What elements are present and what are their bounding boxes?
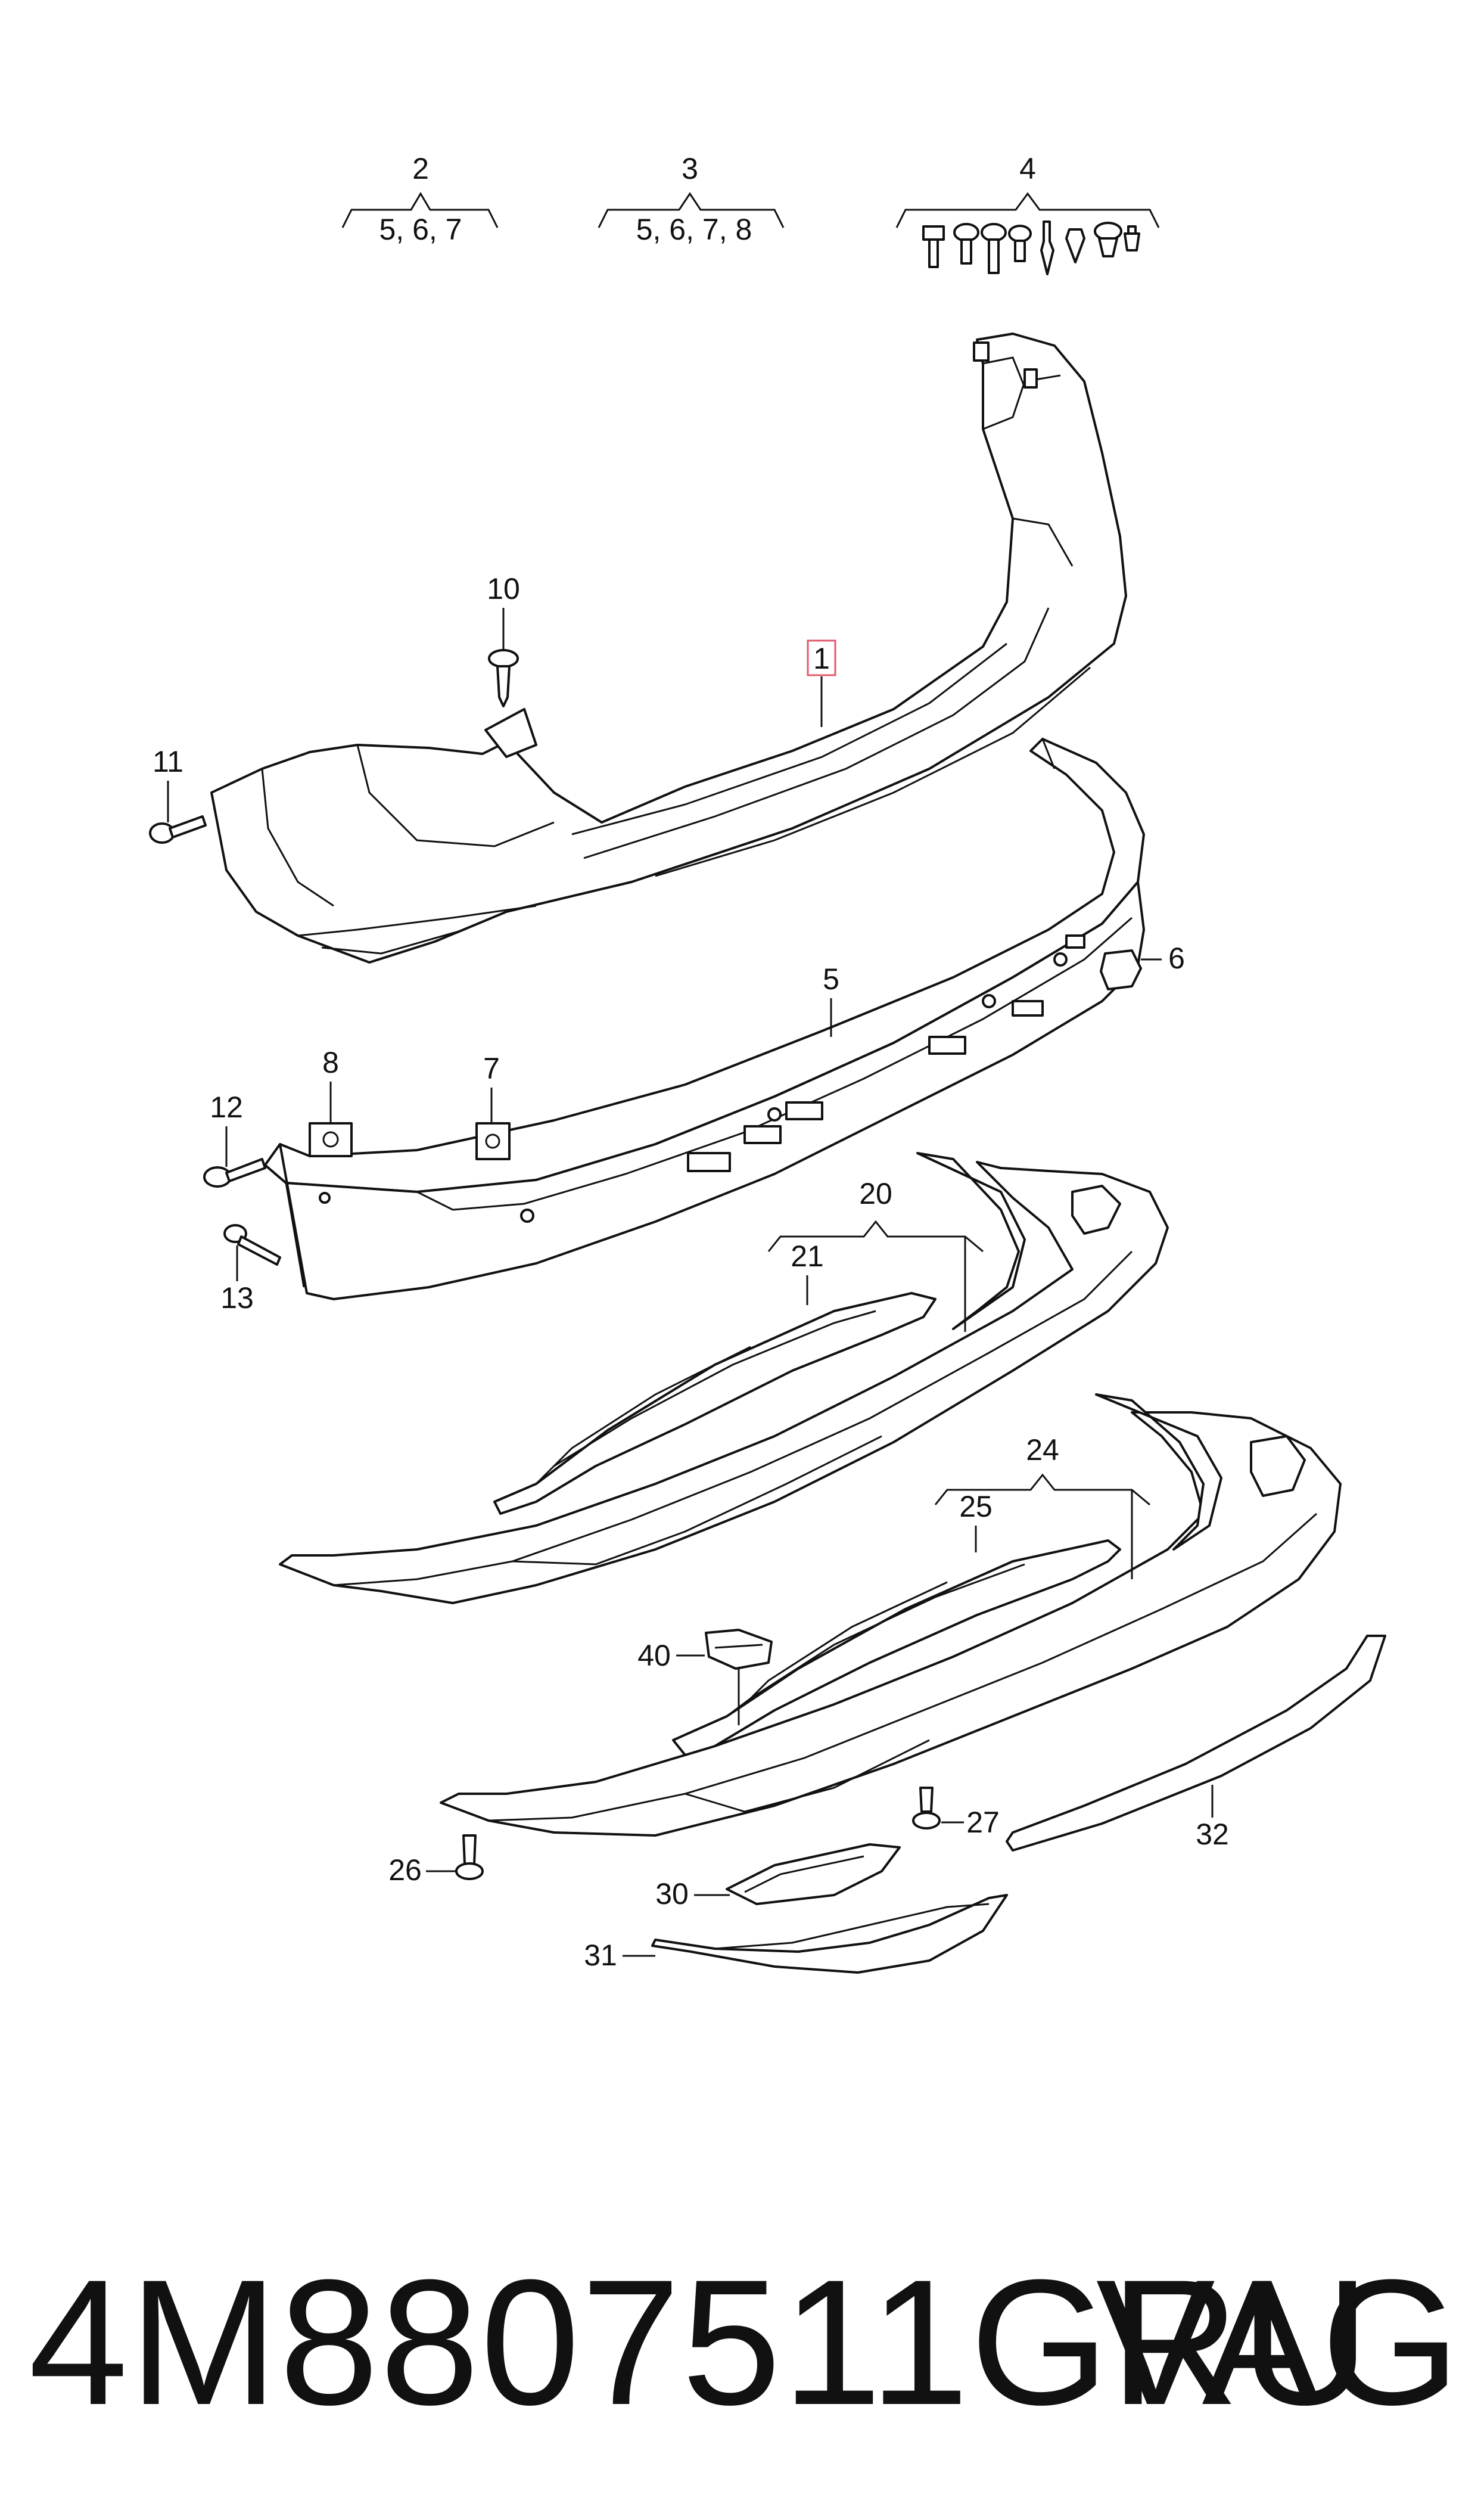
- fastener-set-icon: [922, 220, 1140, 275]
- trim-31: [651, 1894, 1008, 1974]
- callout-10-label: 10: [487, 572, 520, 605]
- callout-40: 40: [637, 1639, 740, 1725]
- bumper-trim: [264, 737, 1145, 1300]
- callout-31-label: 31: [584, 1939, 617, 1972]
- sensor-holder-6-icon: [1100, 949, 1142, 990]
- callout-6-label: 6: [1168, 942, 1185, 975]
- trim-30: [726, 1843, 901, 1905]
- screw-12-icon: [203, 1158, 266, 1188]
- callout-21-label: 21: [791, 1240, 824, 1273]
- callout-40-label: 40: [637, 1639, 671, 1672]
- callout-10: 10: [487, 572, 520, 650]
- callout-20: 20: [767, 1177, 984, 1332]
- callout-1-label: 1: [813, 642, 830, 675]
- callout-12-label: 12: [210, 1091, 243, 1124]
- callout-20-label: 20: [859, 1177, 892, 1210]
- kit-3-brace: [598, 192, 785, 228]
- screw-13-icon: [223, 1224, 281, 1266]
- callout-11: 11: [153, 745, 183, 822]
- part-number-label: 4M8807511GRU: [29, 2242, 1371, 2442]
- diffuser-upper: [279, 1152, 1169, 1604]
- callout-1: 1: [807, 639, 836, 727]
- footer-bar: 4M8807511GRU VAG: [0, 2241, 1484, 2443]
- callout-8: 8: [322, 1046, 339, 1123]
- callout-32: 32: [1196, 1785, 1229, 1851]
- screw-26-icon: [455, 1834, 484, 1880]
- kit-contents-2: 5, 6, 7: [379, 213, 462, 246]
- screw-10-icon: [488, 649, 519, 707]
- diffuser-lower: [440, 1393, 1342, 1837]
- diffuser-insert-upper: [493, 1292, 937, 1515]
- kit-number-3: 3: [682, 152, 698, 185]
- callout-25: 25: [959, 1490, 993, 1552]
- kit-number-4: 4: [1019, 152, 1036, 185]
- callout-27: 27: [941, 1806, 1000, 1839]
- kit-2-brace: [341, 192, 499, 228]
- callout-32-label: 32: [1196, 1818, 1229, 1851]
- screw-11-icon: [149, 815, 207, 844]
- callout-8-label: 8: [322, 1046, 339, 1079]
- diffuser-insert-lower: [672, 1539, 1121, 1756]
- connector: [705, 1629, 773, 1670]
- kit-4-brace: [895, 192, 1160, 228]
- callout-1-highlight-box: [807, 639, 836, 676]
- callout-25-label: 25: [959, 1490, 993, 1523]
- clip-7-icon: [475, 1122, 511, 1160]
- callout-12: 12: [210, 1091, 243, 1167]
- callout-24: 24: [934, 1433, 1150, 1579]
- callout-5-label: 5: [823, 962, 839, 996]
- bumper-cover: [210, 333, 1127, 964]
- callout-30-label: 30: [655, 1877, 689, 1911]
- callout-11-label: 11: [153, 745, 183, 778]
- brand-label: VAG: [1096, 2242, 1460, 2442]
- callout-24-label: 24: [1026, 1433, 1059, 1467]
- callout-7-label: 7: [483, 1052, 500, 1085]
- kit-contents-3: 5, 6, 7, 8: [636, 213, 752, 246]
- callout-26-label: 26: [388, 1853, 422, 1887]
- callout-13-label: 13: [220, 1281, 254, 1315]
- callout-31: 31: [584, 1939, 655, 1972]
- kit-number-2: 2: [412, 152, 429, 185]
- kit-3-group: 3 5, 6, 7, 8: [598, 152, 785, 246]
- callout-21: 21: [791, 1240, 824, 1305]
- callout-6: 6: [1141, 942, 1185, 975]
- trim-32: [1006, 1635, 1386, 1852]
- callout-30: 30: [655, 1877, 730, 1911]
- callout-27-label: 27: [966, 1806, 1000, 1839]
- screw-27-icon: [912, 1787, 941, 1830]
- callout-5: 5: [823, 962, 839, 1037]
- kit-2-group: 2 5, 6, 7: [341, 152, 499, 246]
- callout-13: 13: [220, 1245, 254, 1315]
- clip-8-icon: [309, 1122, 353, 1157]
- callout-26: 26: [388, 1853, 456, 1887]
- kit-4-group: 4: [895, 152, 1160, 275]
- callout-7: 7: [483, 1052, 500, 1123]
